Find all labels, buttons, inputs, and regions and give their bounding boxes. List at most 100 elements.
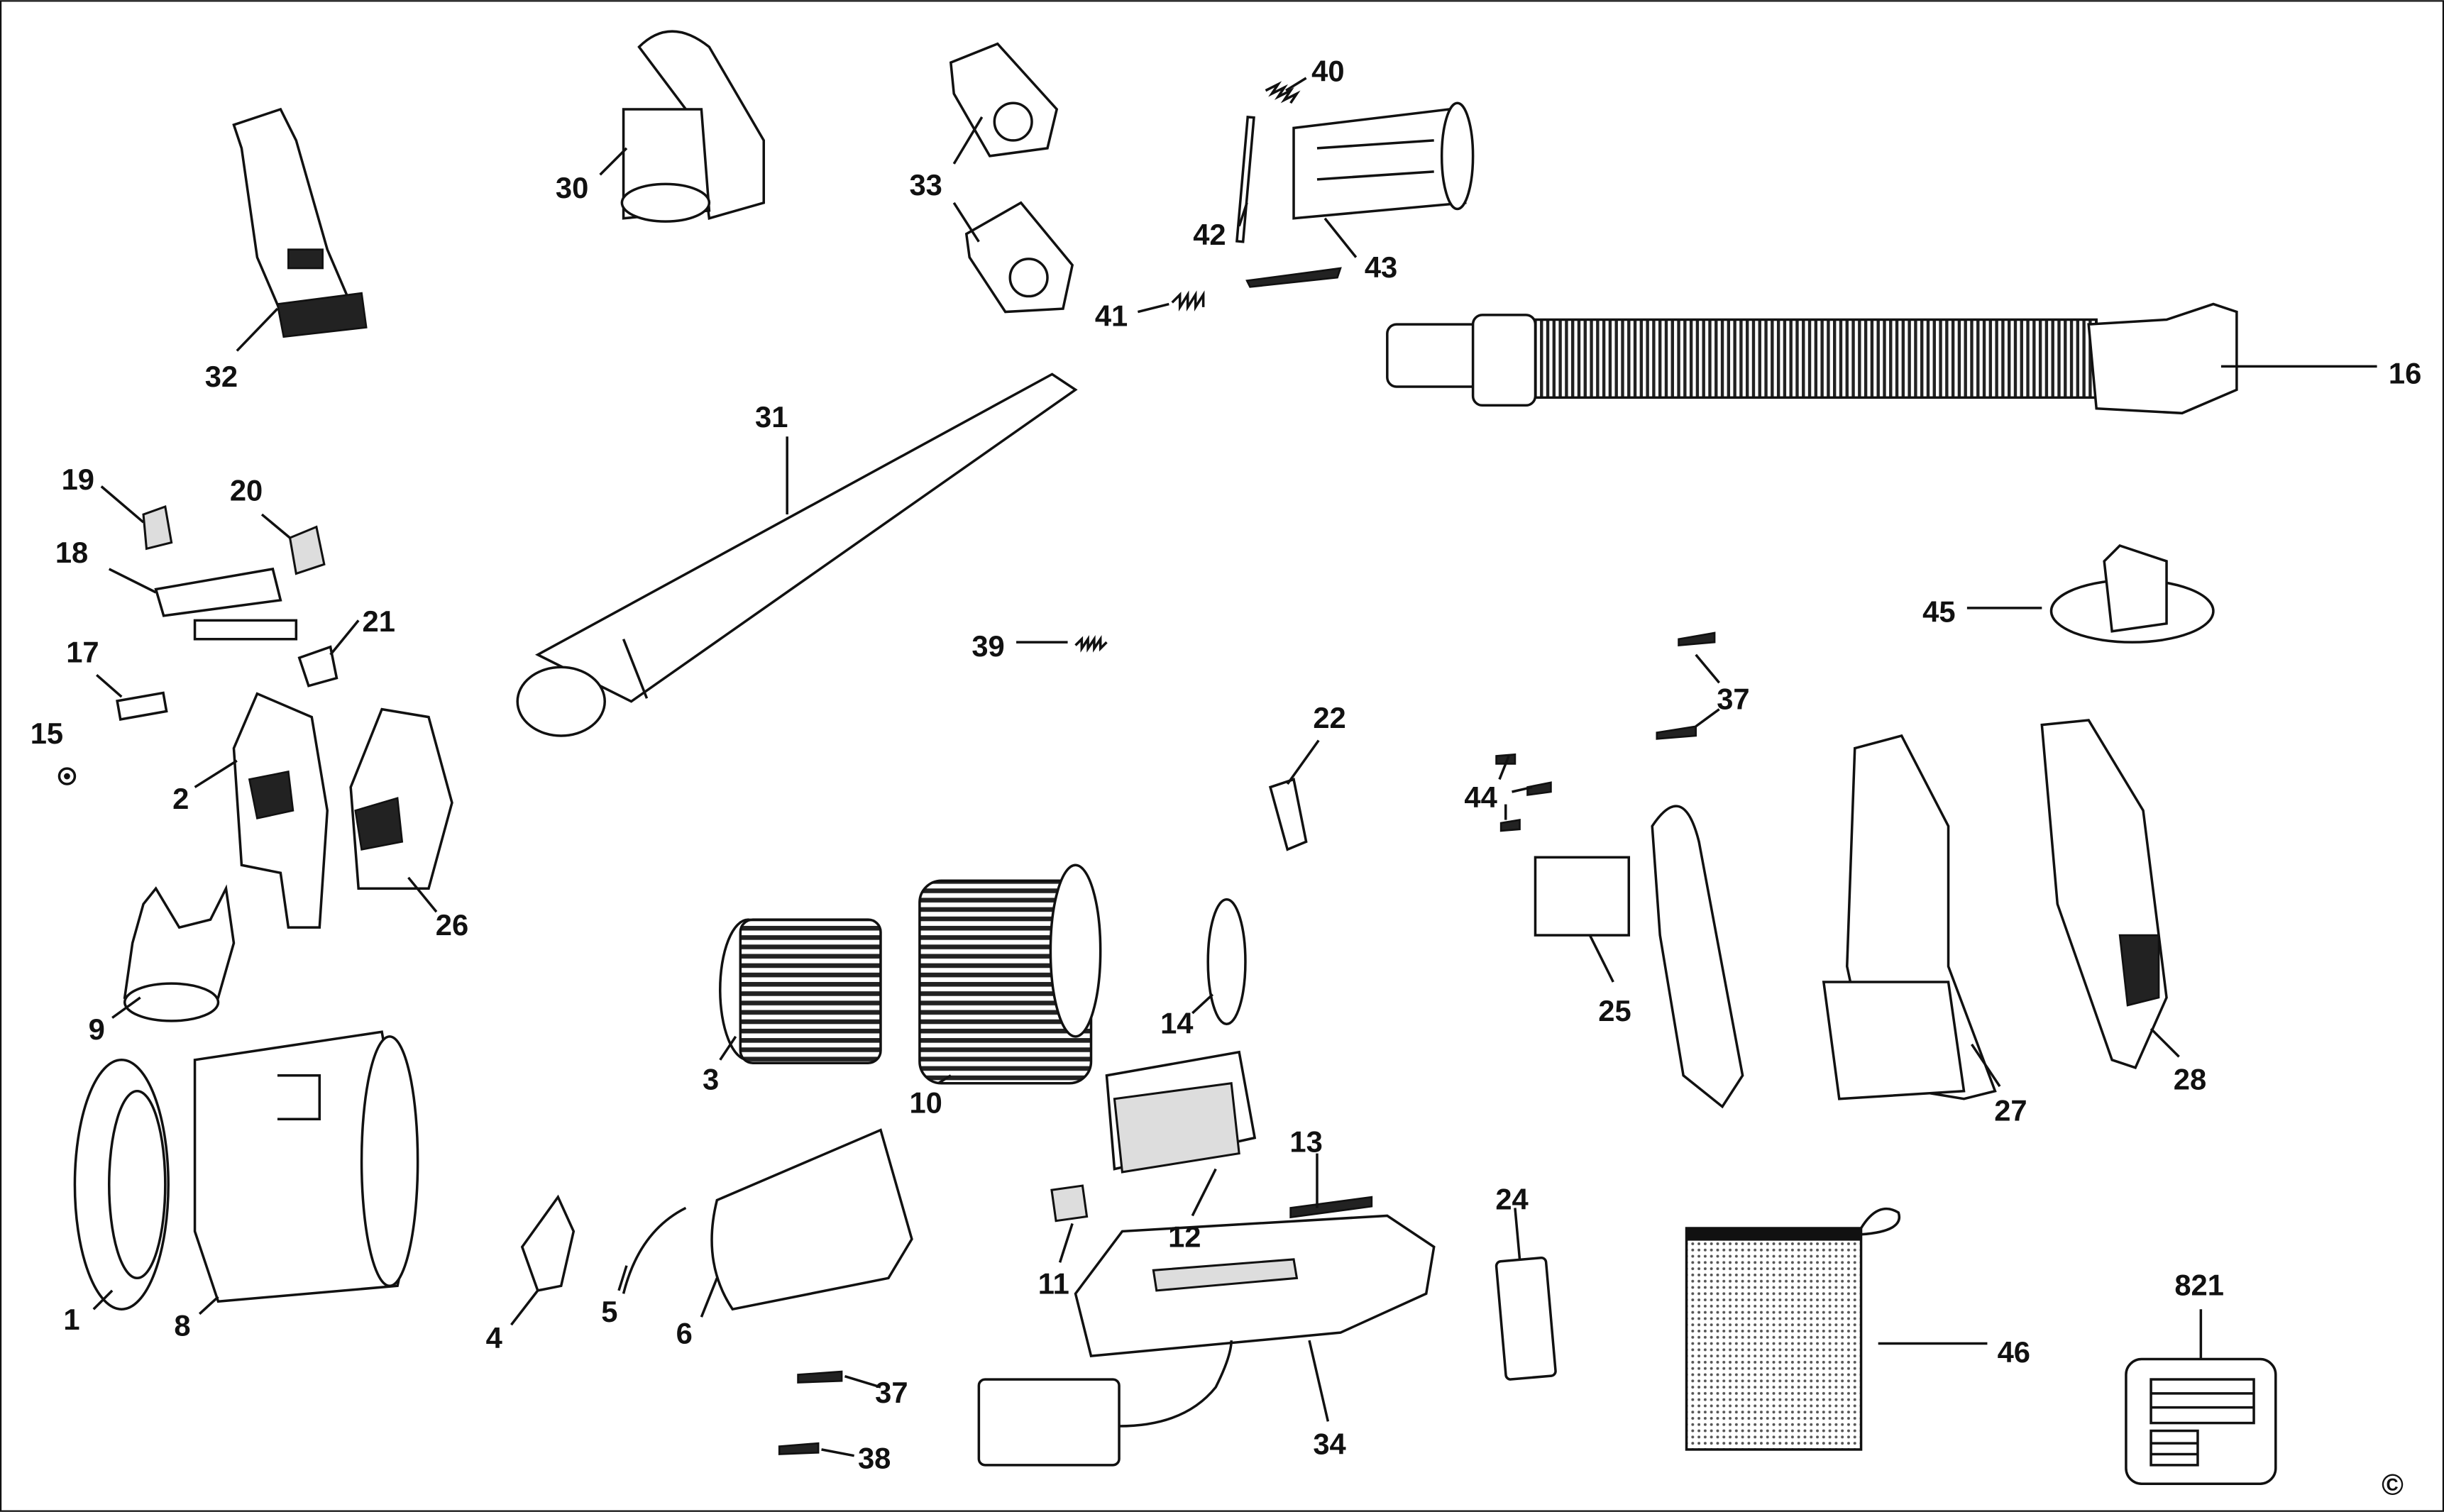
part-46-storage-bag [1685,1207,1901,1451]
part-number-label: 4 [486,1321,502,1354]
part-number-label: 22 [1313,701,1345,734]
part-number-label: 20 [230,473,263,507]
leader-line [1514,1208,1521,1260]
part-22-switch [1268,778,1308,851]
part-number-label: 11 [1038,1267,1069,1300]
leader-line [844,1374,881,1389]
part-number-label: 16 [2389,357,2421,390]
part-12-battery-pack [1105,1050,1257,1174]
leader-line [111,996,141,1019]
part-3-pleated-filter [718,918,882,1064]
part-44-screws [1495,753,1552,832]
part-5-spring-clip [622,1206,687,1294]
part-43-filter-frame [1292,101,1475,220]
leader-line [510,1289,539,1326]
part-number-label: 24 [1495,1183,1528,1216]
part-number-label: 9 [89,1012,105,1046]
part-number-label: 12 [1168,1220,1201,1253]
part-16-flexible-hose [1386,302,2238,415]
part-number-label: 2 [172,782,189,815]
part-number-label: 14 [1160,1006,1193,1039]
leader-line [1695,708,1720,728]
part-28-housing-half [2040,719,2168,1069]
leader-line [1285,77,1307,92]
part-number-label: 34 [1313,1428,1345,1461]
leader-line [260,513,291,539]
leader-line [236,307,279,352]
leader-line [821,1448,854,1457]
leader-line [96,673,123,698]
part-15-screw [57,767,77,785]
part-number-label: 17 [66,636,99,669]
part-latch-small [1245,267,1342,288]
part-1-end-cap [73,1059,170,1310]
part-9-valve [123,884,236,1022]
part-number-label: 42 [1193,218,1226,251]
part-32-dusting-brush [232,107,368,338]
part-number-label: 41 [1095,299,1128,332]
part-number-label: 28 [2174,1063,2206,1096]
leader-line [1238,202,1248,227]
part-number-label: 43 [1365,250,1397,284]
part-number-label: 15 [31,717,63,750]
part-number-label: 26 [436,908,468,942]
leader-line [1971,1043,2001,1088]
part-number-label: 25 [1598,994,1631,1027]
leader-line [194,759,238,788]
part-number-label: 8 [174,1309,190,1342]
part-31-crevice-tool [516,373,1078,737]
leader-line [599,147,628,176]
part-number-label: 5 [601,1295,617,1328]
part-number-label: 10 [909,1086,942,1119]
part-number-label: 45 [1922,595,1955,629]
part-19-button [142,505,173,551]
part-number-label: 38 [858,1441,891,1474]
part-17-pad [116,691,168,721]
part-25-motor-assembly [1534,805,1744,1109]
part-number-label: 19 [62,463,94,496]
leader-line [329,619,360,656]
leader-line [700,1277,718,1318]
leader-line [198,1296,219,1315]
part-33-tool-clips [949,42,1074,314]
part-30-elbow-adapter [620,30,766,223]
part-20-button [288,525,326,575]
leader-line [1058,1223,1074,1263]
part-34-charging-base [1074,1214,1436,1358]
part-number-label: 18 [55,536,88,569]
part-number-label: 21 [363,605,395,638]
part-821-label-plate [2125,1357,2277,1485]
part-number-label: 3 [703,1063,719,1096]
part-number-label: 46 [1998,1335,2030,1369]
leader-line [1191,993,1214,1015]
leader-line [1286,739,1320,785]
part-number-label: 821 [2174,1268,2224,1301]
copyright-symbol: © [2382,1468,2404,1501]
leader-line [952,116,984,165]
part-number-label: 30 [556,171,588,204]
part-number-label: 13 [1289,1125,1322,1158]
part-6-bowl-cover [710,1128,913,1311]
part-number-label: 1 [63,1303,79,1336]
part-10-filter-housing [918,863,1102,1085]
leader-line [1695,653,1721,684]
part-21-catch [297,645,338,688]
leader-line [952,202,980,243]
leader-line [108,568,157,594]
part-40-spring [1265,81,1301,104]
leader-line [1323,217,1358,258]
leader-line [1588,934,1614,983]
leader-line [719,1035,737,1061]
part-14-seal-ring [1206,898,1247,1026]
part-number-label: 37 [875,1376,908,1409]
leader-line [407,876,438,913]
part-42-rod [1235,116,1255,243]
part-27-housing-half [1822,734,1997,1100]
leader-line [1308,1340,1330,1422]
part-number-label: 44 [1464,780,1497,814]
part-24-battery-block [1495,1256,1557,1381]
